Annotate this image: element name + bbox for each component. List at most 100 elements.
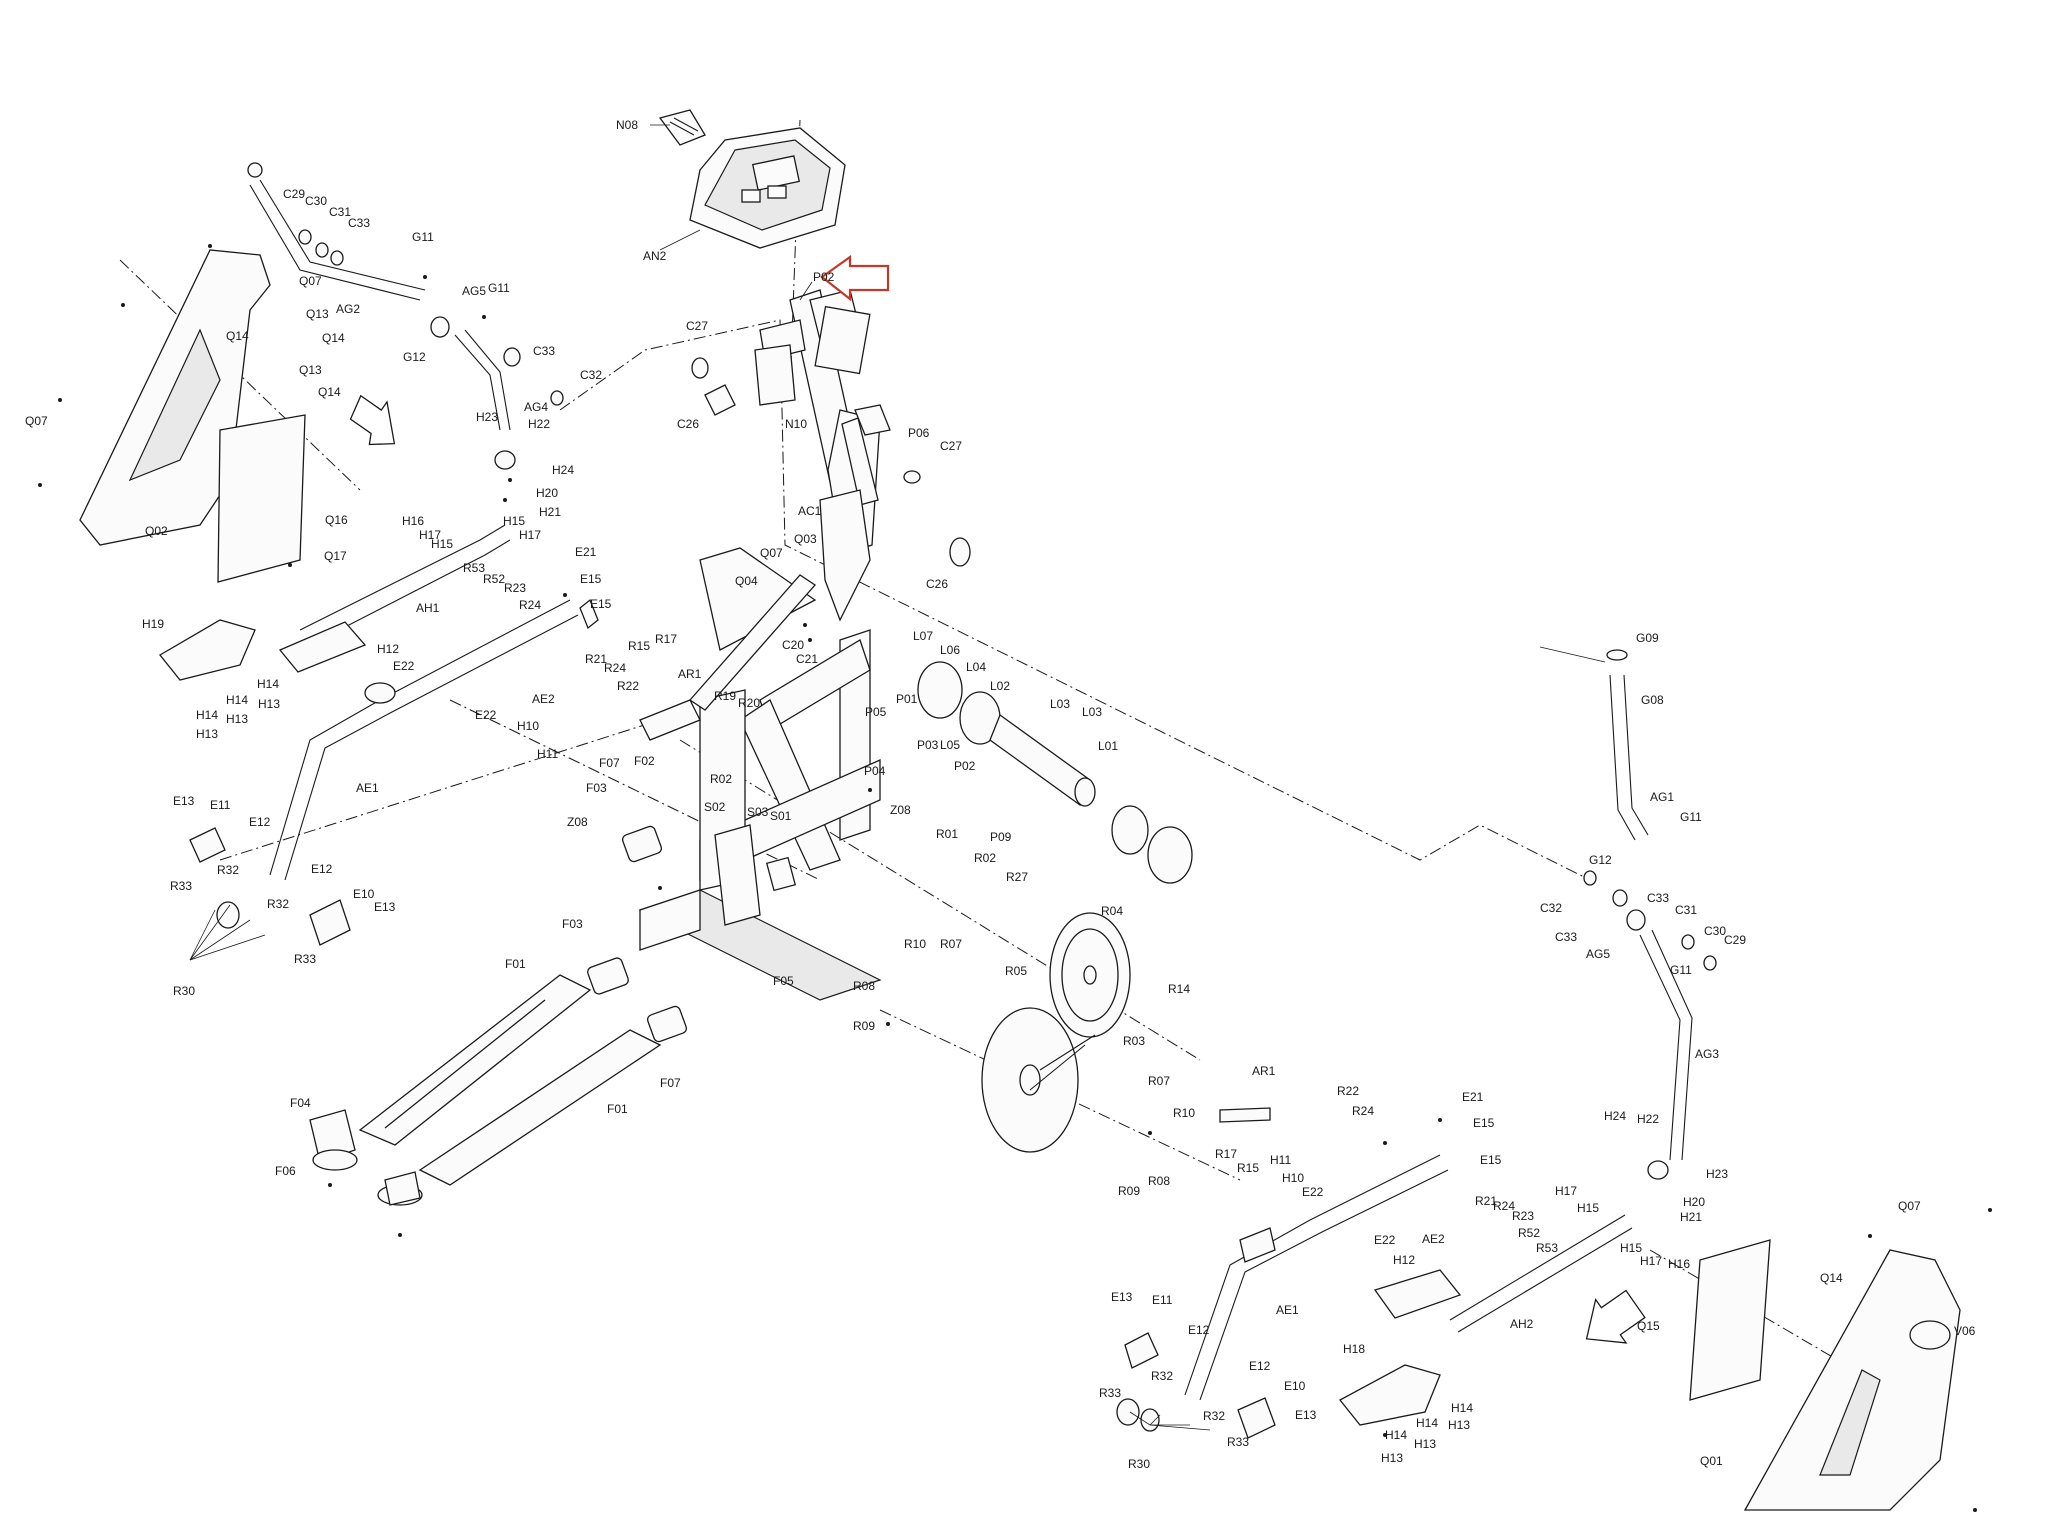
- callout-c30-1: C30: [305, 194, 327, 208]
- right-links: [1184, 1107, 1633, 1401]
- callout-e21-1: E21: [1462, 1090, 1484, 1104]
- callout-h19-1: H19: [142, 617, 164, 631]
- callout-h13-3: H13: [196, 727, 218, 741]
- callout-e13-1: E13: [173, 794, 195, 808]
- callout-r27-1: R27: [1006, 870, 1028, 884]
- callout-l01-1: L01: [1098, 739, 1118, 753]
- callout-q14-1: Q14: [226, 329, 249, 343]
- callout-r15-1: R15: [1237, 1161, 1259, 1175]
- callout-g11-1: G11: [412, 230, 434, 244]
- leader-lines: [189, 124, 1606, 1431]
- callout-h13-2: H13: [226, 712, 248, 726]
- callout-e22-1: E22: [1302, 1185, 1324, 1199]
- callout-s02-1: S02: [704, 800, 726, 814]
- callout-q07-3: Q07: [299, 274, 322, 288]
- callout-h14-2: H14: [226, 693, 248, 707]
- callout-r24-3: R24: [604, 661, 626, 675]
- callout-h22-1: H22: [528, 417, 550, 431]
- callout-q01-1: Q01: [1700, 1454, 1723, 1468]
- callout-l07-1: L07: [913, 629, 933, 643]
- callout-f01-1: F01: [505, 957, 526, 971]
- callout-h23-2: H23: [1706, 1167, 1728, 1181]
- callout-h21-2: H21: [1680, 1210, 1702, 1224]
- callout-s03-1: S03: [747, 805, 769, 819]
- callout-e21-2: E21: [575, 545, 597, 559]
- callout-e22-3: E22: [475, 708, 497, 722]
- callout-r08-2: R08: [1148, 1174, 1170, 1188]
- callout-g12-2: G12: [1589, 853, 1612, 867]
- callout-e13-4: E13: [1295, 1408, 1317, 1422]
- callout-c32-1: C32: [580, 368, 602, 382]
- highlight-arrow-icon: [820, 254, 890, 302]
- callout-r23-1: R23: [1512, 1209, 1534, 1223]
- callout-p09-1: P09: [990, 830, 1012, 844]
- callout-e12-1: E12: [249, 815, 271, 829]
- callout-h13-1: H13: [258, 697, 280, 711]
- callout-v06-1: V06: [1954, 1324, 1976, 1338]
- callout-c26-2: C26: [926, 577, 948, 591]
- callout-q16-1: Q16: [325, 513, 348, 527]
- callout-e12-2: E12: [311, 862, 333, 876]
- callout-r03-1: R03: [1123, 1034, 1145, 1048]
- callout-g11-2: G11: [488, 281, 510, 295]
- callout-h15-3: H15: [1577, 1201, 1599, 1215]
- callout-ah2-1: AH2: [1510, 1317, 1534, 1331]
- callout-c26-1: C26: [677, 417, 699, 431]
- callout-f02-1: F02: [634, 754, 655, 768]
- flywheel-assembly: [981, 912, 1131, 1153]
- callout-r15-2: R15: [628, 639, 650, 653]
- left-handle: [247, 162, 564, 470]
- callout-r24-2: R24: [1493, 1199, 1515, 1213]
- callout-h22-2: H22: [1637, 1112, 1659, 1126]
- callout-p04-1: P04: [864, 764, 886, 778]
- callout-e15-3: E15: [590, 597, 612, 611]
- callout-l02-1: L02: [990, 679, 1010, 693]
- roller-assemblies: [189, 827, 1276, 1439]
- callout-r21-1: R21: [1475, 1194, 1497, 1208]
- callout-h14-1: H14: [257, 677, 279, 691]
- callout-r53-2: R53: [463, 561, 485, 575]
- callout-h15-2: H15: [503, 514, 525, 528]
- callout-e15-2: E15: [1480, 1153, 1502, 1167]
- callout-h16-2: H16: [1668, 1257, 1690, 1271]
- callout-l03-2: L03: [1082, 705, 1102, 719]
- callout-n08-1: N08: [616, 118, 638, 132]
- callout-q07-1: Q07: [760, 546, 783, 560]
- callout-q04-1: Q04: [735, 574, 758, 588]
- callout-c21-1: C21: [796, 652, 818, 666]
- callout-q17-1: Q17: [324, 549, 347, 563]
- callout-r17-2: R17: [655, 632, 677, 646]
- callout-r10-1: R10: [904, 937, 926, 951]
- callout-r07-2: R07: [1148, 1074, 1170, 1088]
- callout-h13-4: H13: [1448, 1418, 1470, 1432]
- callout-h13-6: H13: [1381, 1451, 1403, 1465]
- callout-h17-4: H17: [1640, 1254, 1662, 1268]
- callout-l06-1: L06: [940, 643, 960, 657]
- callout-q14-3: Q14: [318, 385, 341, 399]
- callout-l05-1: L05: [940, 738, 960, 752]
- callout-c32-2: C32: [1540, 901, 1562, 915]
- callout-c27-2: C27: [940, 439, 962, 453]
- callout-e12-3: E12: [1188, 1323, 1210, 1337]
- callout-e12-4: E12: [1249, 1359, 1271, 1373]
- callout-p05-1: P05: [865, 705, 887, 719]
- callout-n10-1: N10: [785, 417, 807, 431]
- callout-r52-2: R52: [483, 572, 505, 586]
- callout-f01-2: F01: [607, 1102, 628, 1116]
- callout-ae2-1: AE2: [1422, 1232, 1445, 1246]
- callout-h14-3: H14: [196, 708, 218, 722]
- callout-q07-2: Q07: [25, 414, 48, 428]
- callout-r20-1: R20: [738, 696, 760, 710]
- callout-ag3-1: AG3: [1695, 1047, 1719, 1061]
- left-links: [269, 524, 701, 881]
- bracket-s02: [714, 824, 797, 926]
- callout-f07-2: F07: [660, 1076, 681, 1090]
- callout-r33-3: R33: [1099, 1386, 1121, 1400]
- callout-ah1-1: AH1: [416, 601, 440, 615]
- callout-r32-1: R32: [217, 863, 239, 877]
- callout-r01-1: R01: [936, 827, 958, 841]
- console: [658, 109, 846, 249]
- callout-f05-1: F05: [773, 974, 794, 988]
